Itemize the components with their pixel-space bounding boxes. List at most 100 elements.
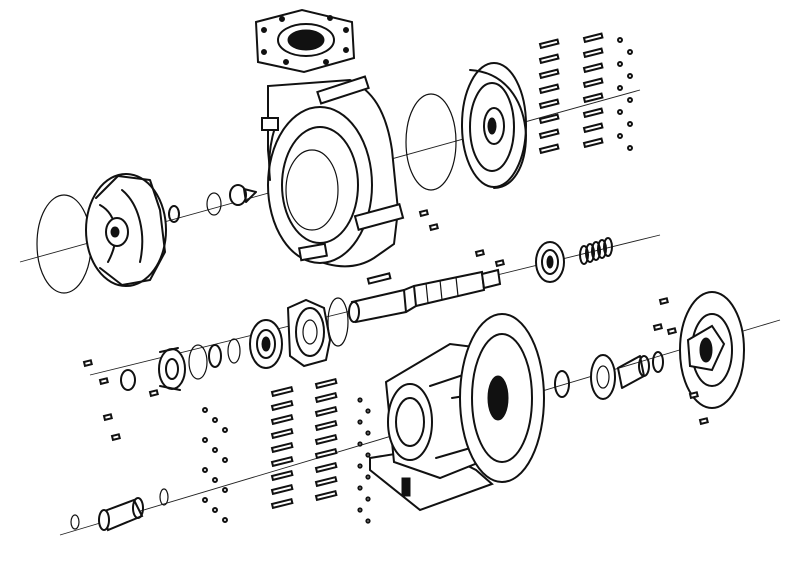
gland-gasket xyxy=(327,297,349,347)
bolt xyxy=(538,128,560,140)
nut xyxy=(212,507,218,513)
bolt xyxy=(314,419,338,432)
volute-casing xyxy=(261,75,405,268)
bolt xyxy=(270,441,294,454)
bolt xyxy=(582,122,604,134)
bolt xyxy=(538,83,560,95)
impeller-key-cap xyxy=(229,184,257,206)
nut xyxy=(617,85,623,91)
bolt xyxy=(82,359,93,368)
nut xyxy=(365,518,371,524)
bolt xyxy=(582,62,604,74)
bolt xyxy=(652,323,663,332)
o-ring-small xyxy=(206,192,222,216)
bolt xyxy=(582,137,604,149)
coupling-ring-a xyxy=(70,514,80,530)
mechanical-seal-ring xyxy=(590,354,616,400)
bolt xyxy=(428,223,439,232)
bolt xyxy=(270,399,294,412)
bolt xyxy=(314,447,338,460)
nut xyxy=(212,447,218,453)
shaft-key-pin xyxy=(366,272,392,285)
nut xyxy=(357,419,363,425)
bolt xyxy=(698,417,709,426)
casing-o-ring-large xyxy=(405,93,457,191)
nut xyxy=(365,408,371,414)
bolt xyxy=(314,489,338,502)
bolt xyxy=(582,107,604,119)
nut xyxy=(617,61,623,67)
bolt xyxy=(270,469,294,482)
nut xyxy=(222,427,228,433)
bolt xyxy=(582,47,604,59)
nut xyxy=(357,485,363,491)
bolt xyxy=(270,427,294,440)
small-fasteners xyxy=(82,209,709,442)
nut xyxy=(617,109,623,115)
nut xyxy=(365,452,371,458)
bolt xyxy=(98,377,109,386)
nut xyxy=(357,507,363,513)
nut xyxy=(365,430,371,436)
bolt xyxy=(474,249,485,258)
bolt xyxy=(102,413,113,422)
bolt xyxy=(538,68,560,80)
nut xyxy=(357,463,363,469)
casing-gasket xyxy=(36,194,92,294)
nut xyxy=(627,121,633,127)
lip-seal-a xyxy=(188,344,208,380)
bolt xyxy=(538,98,560,110)
nut xyxy=(357,397,363,403)
nut xyxy=(617,37,623,43)
impeller xyxy=(85,173,167,287)
coupling-ring-b xyxy=(159,488,169,506)
bolt xyxy=(314,391,338,404)
nut xyxy=(222,517,228,523)
nut xyxy=(365,474,371,480)
nut xyxy=(627,49,633,55)
nut xyxy=(202,497,208,503)
seal-housing-rear-cover xyxy=(679,291,745,409)
nut xyxy=(202,467,208,473)
ball-bearing-rear xyxy=(535,241,565,283)
bolt xyxy=(538,53,560,65)
nut xyxy=(222,457,228,463)
bolt xyxy=(314,377,338,390)
suction-flange xyxy=(254,8,356,74)
bolt xyxy=(418,209,429,218)
cover-bolts-and-nuts xyxy=(538,32,633,155)
bolt xyxy=(658,297,669,306)
nut xyxy=(222,487,228,493)
bolt xyxy=(538,38,560,50)
bolt xyxy=(270,385,294,398)
bolt xyxy=(314,405,338,418)
bolt xyxy=(270,497,294,510)
impeller-nut-washer xyxy=(168,205,180,223)
bolt xyxy=(270,455,294,468)
seal-housing-gland xyxy=(286,298,332,368)
bolt xyxy=(270,413,294,426)
spacer-ring xyxy=(227,338,241,364)
bolt xyxy=(538,113,560,125)
bolt xyxy=(270,483,294,496)
nut xyxy=(627,97,633,103)
nut xyxy=(202,407,208,413)
bolt xyxy=(314,433,338,446)
bearing-frame-adapter-flange xyxy=(459,313,545,483)
bolt xyxy=(688,391,699,400)
bolt xyxy=(314,475,338,488)
casing-cover xyxy=(461,62,527,189)
bolt xyxy=(538,143,560,155)
ball-bearing-front xyxy=(249,319,283,369)
nut xyxy=(357,441,363,447)
nut xyxy=(365,496,371,502)
nut xyxy=(627,73,633,79)
bolt xyxy=(582,77,604,89)
nut xyxy=(617,133,623,139)
bolt xyxy=(666,327,677,336)
bolt xyxy=(582,32,604,44)
seal-ring-rear-a xyxy=(554,370,570,398)
coupling-sleeve xyxy=(98,497,144,532)
